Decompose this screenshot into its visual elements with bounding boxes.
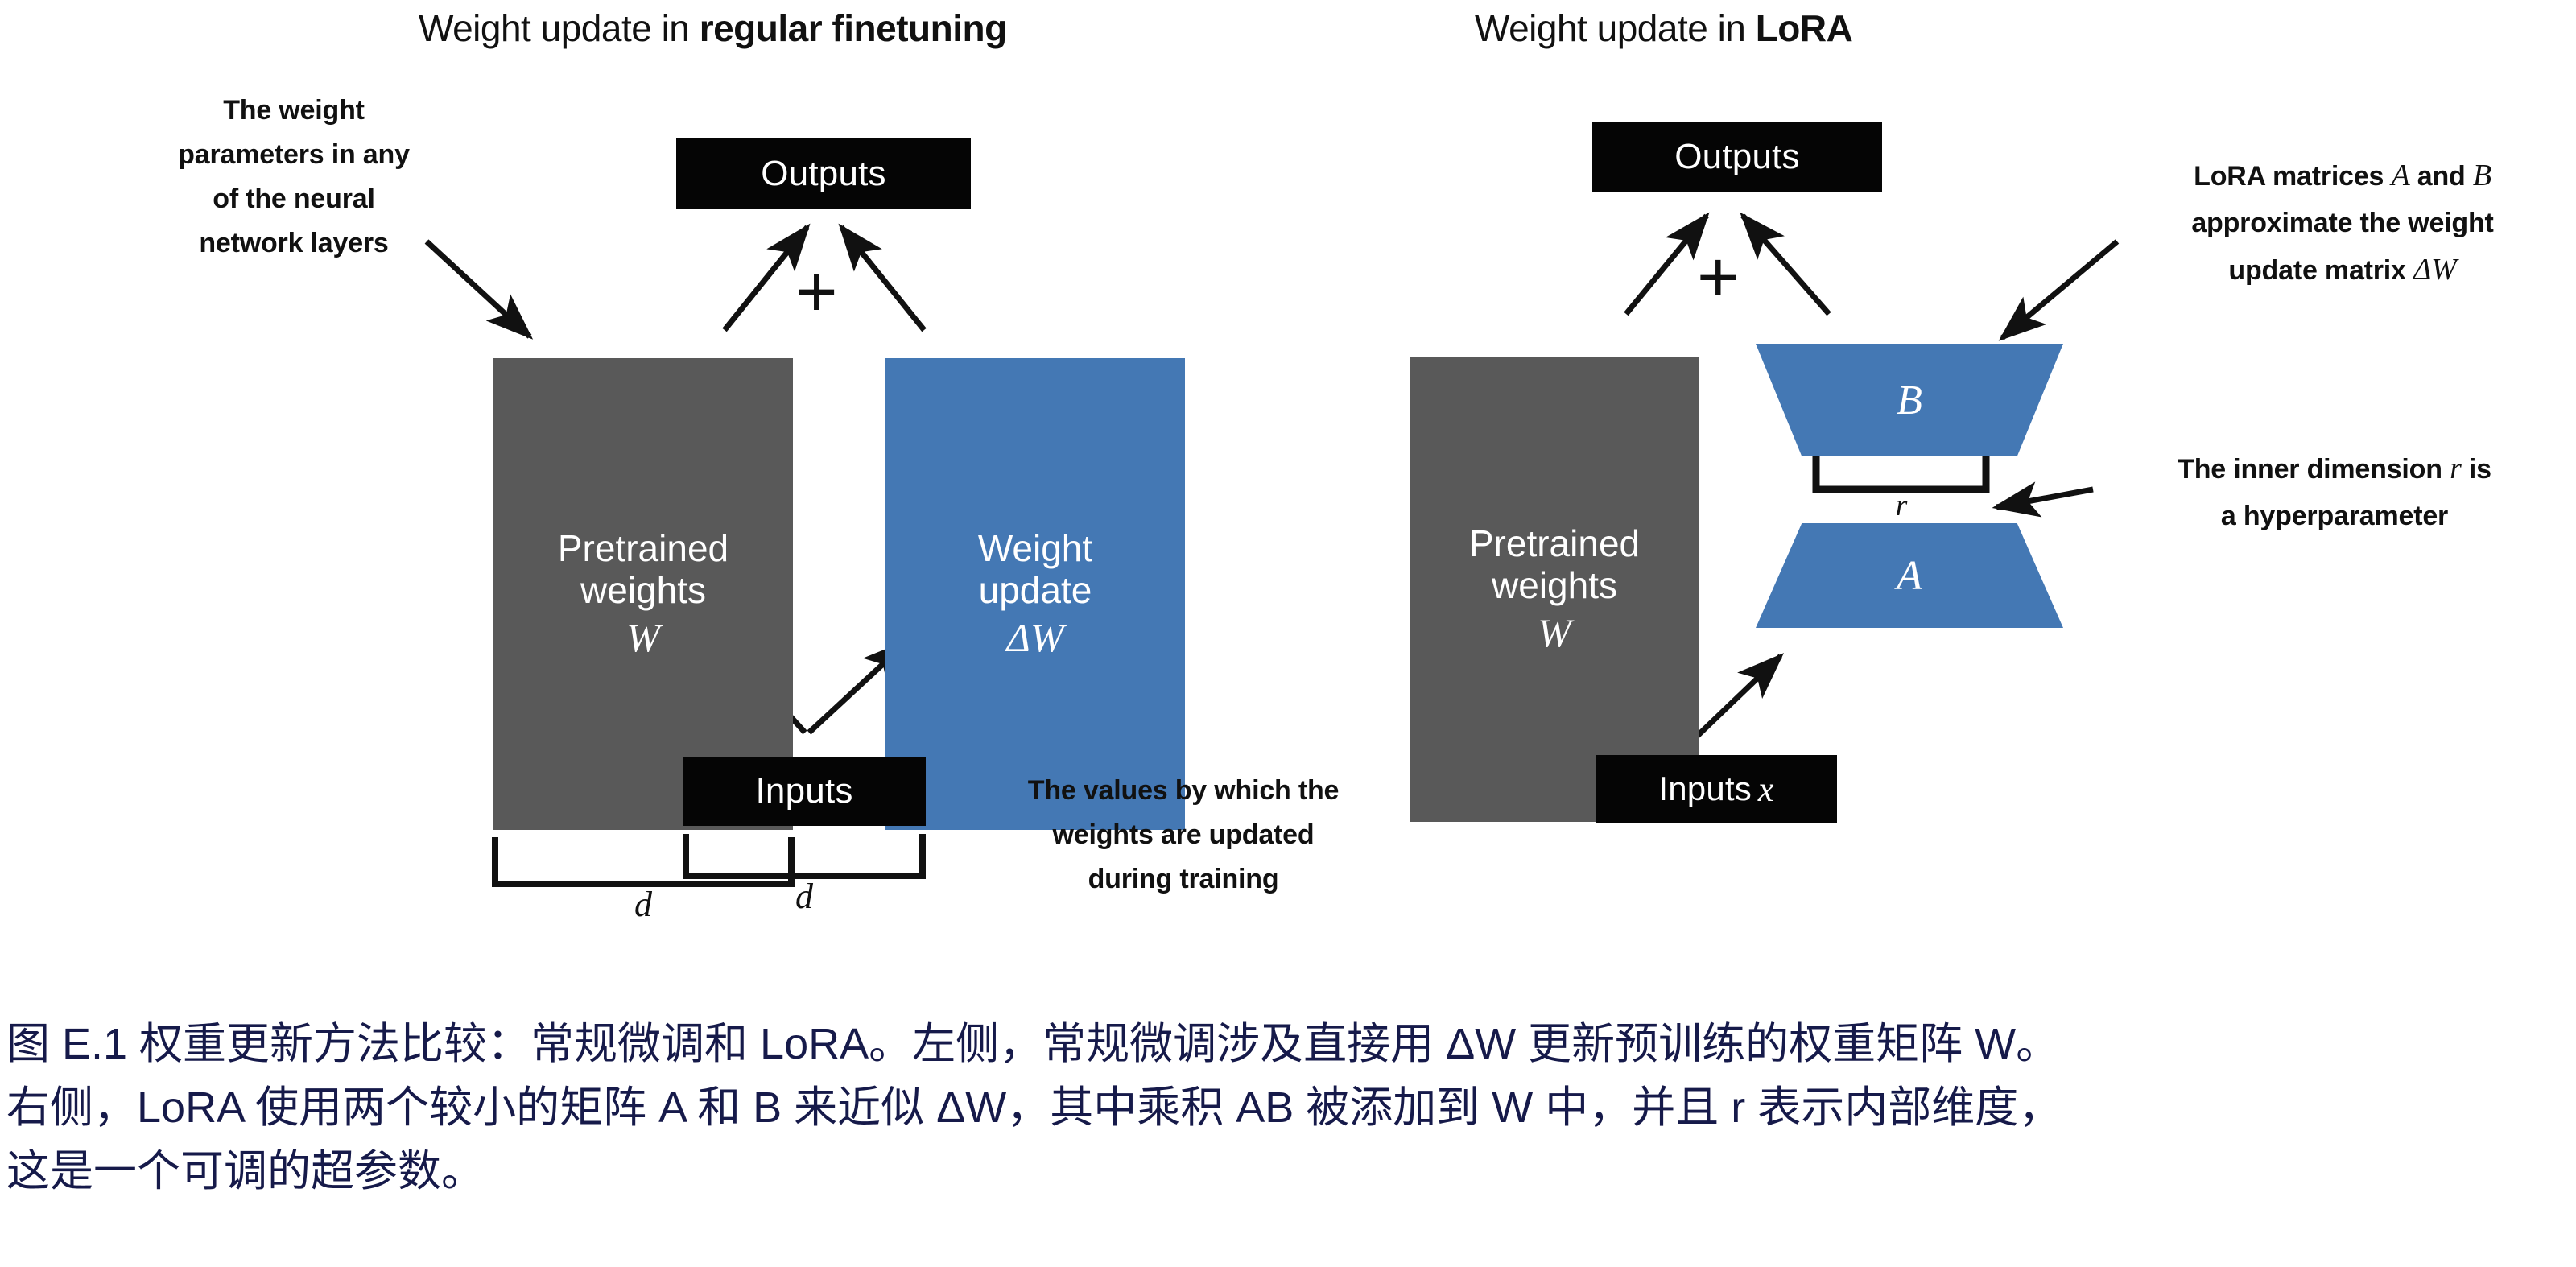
left-weight-update-block: Weight update ΔW <box>886 358 1185 830</box>
anno-lora-line-3: update matrix ΔW <box>2228 252 2457 287</box>
right-title-prefix: Weight update in <box>1475 7 1756 49</box>
anno-values-updated: The values by which the weights are upda… <box>958 769 1409 902</box>
left-title-prefix: Weight update in <box>419 7 700 49</box>
update-symbol: ΔW <box>1006 614 1064 660</box>
anno-values-line-1: The values by which the <box>1027 775 1340 806</box>
anno-lora-matrices: LoRA matrices A and B approximate the we… <box>2125 151 2560 295</box>
bracket-d-top-label: d <box>634 885 652 924</box>
right-pretrained-symbol: W <box>1538 609 1571 655</box>
left-inputs-box: Inputs <box>683 757 926 826</box>
anno-inner-dimension: The inner dimension r is a hyperparamete… <box>2117 444 2552 539</box>
left-plus-icon: + <box>795 252 838 332</box>
update-line-1: Weight <box>977 527 1093 570</box>
left-outputs-label: Outputs <box>761 154 886 193</box>
right-outputs-label: Outputs <box>1674 137 1800 176</box>
anno-weight-line-1: The weight <box>223 95 365 126</box>
bracket-d-bottom-label: d <box>795 877 813 916</box>
arrow-r-lora-to-outputs <box>1740 212 1831 316</box>
anno-weight-line-4: network layers <box>199 228 389 259</box>
arrow-pretrained-to-outputs <box>722 223 811 332</box>
update-line-2: update <box>978 569 1092 611</box>
arrow-r-pretrained-to-outputs <box>1624 212 1710 316</box>
right-pretrained-line-1: Pretrained <box>1468 522 1641 565</box>
anno-weight-parameters: The weight parameters in any of the neur… <box>121 89 467 266</box>
anno-inner-line-1: The inner dimension r is <box>2178 452 2491 485</box>
left-inputs-label: Inputs <box>755 771 853 811</box>
left-pretrained-weights-block: Pretrained weights W <box>493 358 793 830</box>
arrow-lora-matrices <box>1998 239 2120 341</box>
anno-inner-line-2: a hyperparameter <box>2220 500 2449 531</box>
left-title-strong: regular finetuning <box>699 7 1008 49</box>
figure-caption: 图 E.1 权重更新方法比较：常规微调和 LoRA。左侧，常规微调涉及直接用 Δ… <box>6 1013 2574 1203</box>
caption-line-2: 右侧，LoRA 使用两个较小的矩阵 A 和 B 来近似 ΔW，其中乘积 AB 被… <box>6 1083 2062 1132</box>
anno-weight-line-3: of the neural <box>213 184 375 215</box>
right-inputs-label: Inputs <box>1658 770 1752 807</box>
anno-values-line-3: during training <box>1088 864 1279 895</box>
caption-line-1: 图 E.1 权重更新方法比较：常规微调和 LoRA。左侧，常规微调涉及直接用 Δ… <box>6 1020 2060 1068</box>
pretrained-line-1: Pretrained <box>557 527 729 570</box>
pretrained-line-2: weights <box>580 569 706 611</box>
right-plus-icon: + <box>1697 237 1740 318</box>
arrow-inner-dimension <box>1992 481 2094 518</box>
pretrained-symbol: W <box>626 614 660 660</box>
left-outputs-box: Outputs <box>676 138 971 209</box>
caption-line-3: 这是一个可调的超参数。 <box>6 1146 485 1195</box>
bracket-r-label: r <box>1895 489 1908 522</box>
lora-matrix-b-label: B <box>1897 377 1922 423</box>
anno-values-line-2: weights are updated <box>1052 819 1315 851</box>
lora-matrix-b-trapezoid: B <box>1756 344 2063 456</box>
right-inputs-symbol: x <box>1757 769 1774 809</box>
right-outputs-box: Outputs <box>1592 122 1882 192</box>
lora-matrix-a-label: A <box>1897 552 1922 599</box>
anno-weight-line-2: parameters in any <box>178 139 410 171</box>
bracket-d-top <box>492 837 795 887</box>
bracket-r <box>1812 456 1990 493</box>
left-panel-title: Weight update in regular finetuning <box>419 6 1007 50</box>
arrow-r-inputs-to-lora <box>1682 653 1785 751</box>
right-pretrained-weights-block: Pretrained weights W <box>1410 357 1699 822</box>
anno-lora-line-2: approximate the weight <box>2191 207 2494 238</box>
arrow-update-to-outputs <box>838 223 927 332</box>
right-pretrained-line-2: weights <box>1492 564 1617 606</box>
right-title-strong: LoRA <box>1755 7 1853 49</box>
bracket-d-bottom <box>683 834 926 879</box>
right-panel-title: Weight update in LoRA <box>1475 6 1853 50</box>
lora-matrix-a-trapezoid: A <box>1756 523 2063 628</box>
anno-lora-line-1: LoRA matrices A and B <box>2194 159 2491 192</box>
arrow-weight-params <box>424 239 534 340</box>
